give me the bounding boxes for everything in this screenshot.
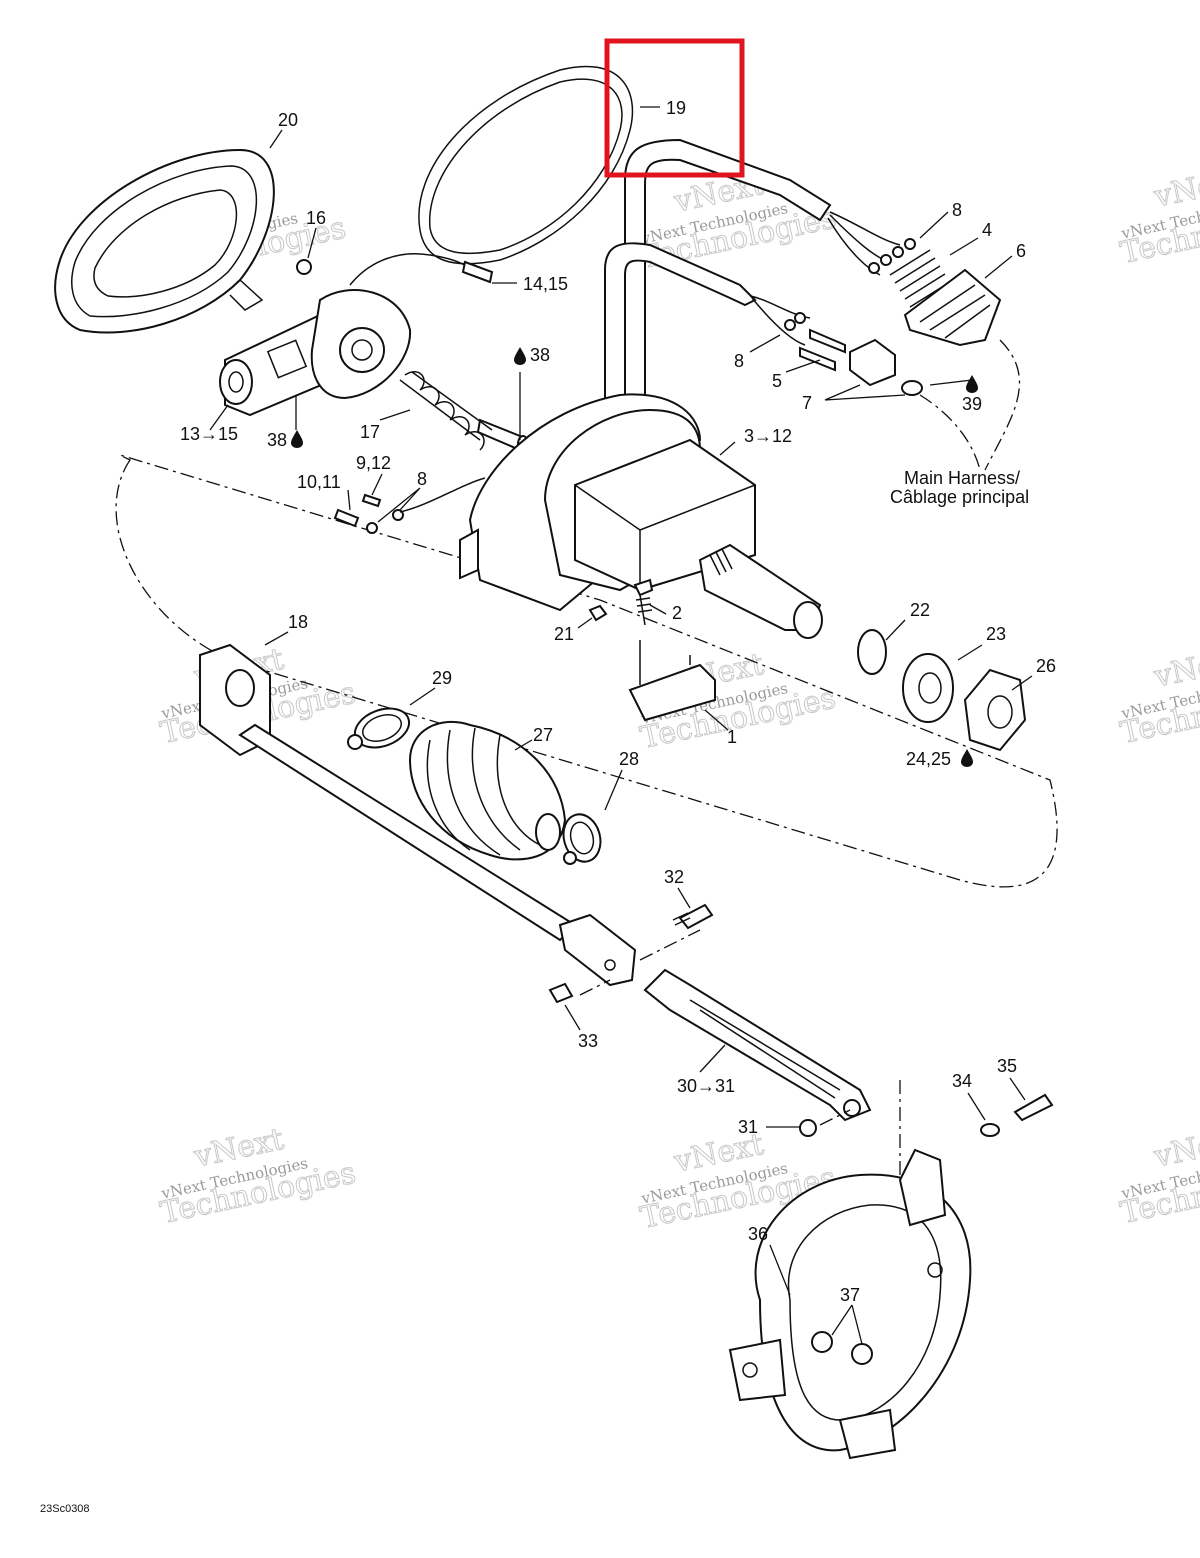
callout-30-31: 30→31 [677, 1076, 735, 1096]
leader-lines [209, 129, 1033, 1345]
part-4-6-8-connectors [784, 238, 1002, 396]
callout-23: 23 [986, 624, 1006, 644]
callout-9-12: 9,12 [356, 453, 391, 473]
svg-text:24,25: 24,25 [906, 749, 951, 769]
svg-text:38: 38 [530, 345, 550, 365]
part-13-15-motor [219, 253, 494, 417]
highlight-box-19[interactable]: 19 [604, 38, 745, 178]
callout-2: 2 [672, 603, 682, 623]
part-3-12-housing [459, 393, 823, 639]
callout-21: 21 [554, 624, 574, 644]
svg-text:38: 38 [267, 430, 287, 450]
callout-22: 22 [910, 600, 930, 620]
oil-drop-icon [966, 375, 978, 393]
small-parts [333, 477, 1027, 752]
callout-8a: 8 [952, 200, 962, 220]
callout-8c: 8 [417, 469, 427, 489]
callout-7: 7 [802, 393, 812, 413]
callout-8b: 8 [734, 351, 744, 371]
diagram-code: 23Sc0308 [40, 1503, 90, 1515]
callout-39: 39 [962, 375, 982, 414]
callout-36: 36 [748, 1224, 768, 1244]
watermark-3: vNext vNext Technologies Technologies [1117, 161, 1200, 271]
highlight-rect [604, 38, 745, 178]
callout-26: 26 [1036, 656, 1056, 676]
watermark-6: vNext vNext Technologies Technologies [1117, 641, 1200, 751]
callout-38a: 38 [514, 345, 550, 365]
main-harness-dashed-lead [919, 339, 1021, 471]
callout-31: 31 [738, 1117, 758, 1137]
svg-text:vNext: vNext [1150, 162, 1200, 215]
svg-text:39: 39 [962, 394, 982, 414]
part-17-spring [399, 370, 529, 453]
part-29-clamp [347, 707, 411, 750]
part-28-clamp [562, 813, 602, 865]
callout-labels: 20 16 14,15 38 13→15 38 17 3→12 8 4 6 8 … [180, 110, 1056, 1305]
svg-text:Main Harness/: Main Harness/ [904, 468, 1020, 488]
svg-text:Câblage principal: Câblage principal [890, 487, 1029, 507]
callout-19: 19 [666, 98, 686, 118]
callout-29: 29 [432, 668, 452, 688]
svg-text:vNext: vNext [1150, 1122, 1200, 1175]
callout-10-11: 10,11 [297, 472, 341, 492]
callout-24-25: 24,25 [906, 749, 973, 769]
callout-28: 28 [619, 749, 639, 769]
part-27-boot [408, 720, 567, 861]
callout-16: 16 [306, 208, 326, 228]
callout-1: 1 [727, 727, 737, 747]
callout-14-15: 14,15 [523, 274, 568, 294]
callout-32: 32 [664, 867, 684, 887]
callout-38b: 38 [267, 430, 303, 450]
oil-drop-icon [514, 347, 526, 365]
watermark-7: vNext vNext Technologies Technologies [157, 1121, 359, 1231]
assembly-dashed-loop [115, 454, 1058, 888]
oil-drop-icon [961, 749, 973, 767]
callout-37: 37 [840, 1285, 860, 1305]
part-34-37-mount [728, 1093, 1054, 1460]
callout-34: 34 [952, 1071, 972, 1091]
callout-18: 18 [288, 612, 308, 632]
svg-text:vNext: vNext [1150, 642, 1200, 695]
main-harness-label: Main Harness/ Câblage principal [890, 468, 1029, 507]
callout-6: 6 [1016, 241, 1026, 261]
part-30-33-linkage [548, 903, 901, 1175]
part-18-rod [199, 643, 637, 987]
callout-33: 33 [578, 1031, 598, 1051]
callout-3-12: 3→12 [744, 426, 792, 446]
part-20-cover [54, 148, 275, 334]
watermark-9: vNext vNext Technologies Technologies [1117, 1121, 1200, 1231]
callout-4: 4 [982, 220, 992, 240]
callout-35: 35 [997, 1056, 1017, 1076]
oil-drop-icon [291, 430, 303, 448]
callout-20: 20 [278, 110, 298, 130]
callout-27: 27 [533, 725, 553, 745]
callout-17: 17 [360, 422, 380, 442]
callout-13-15: 13→15 [180, 424, 238, 444]
callout-5: 5 [772, 371, 782, 391]
